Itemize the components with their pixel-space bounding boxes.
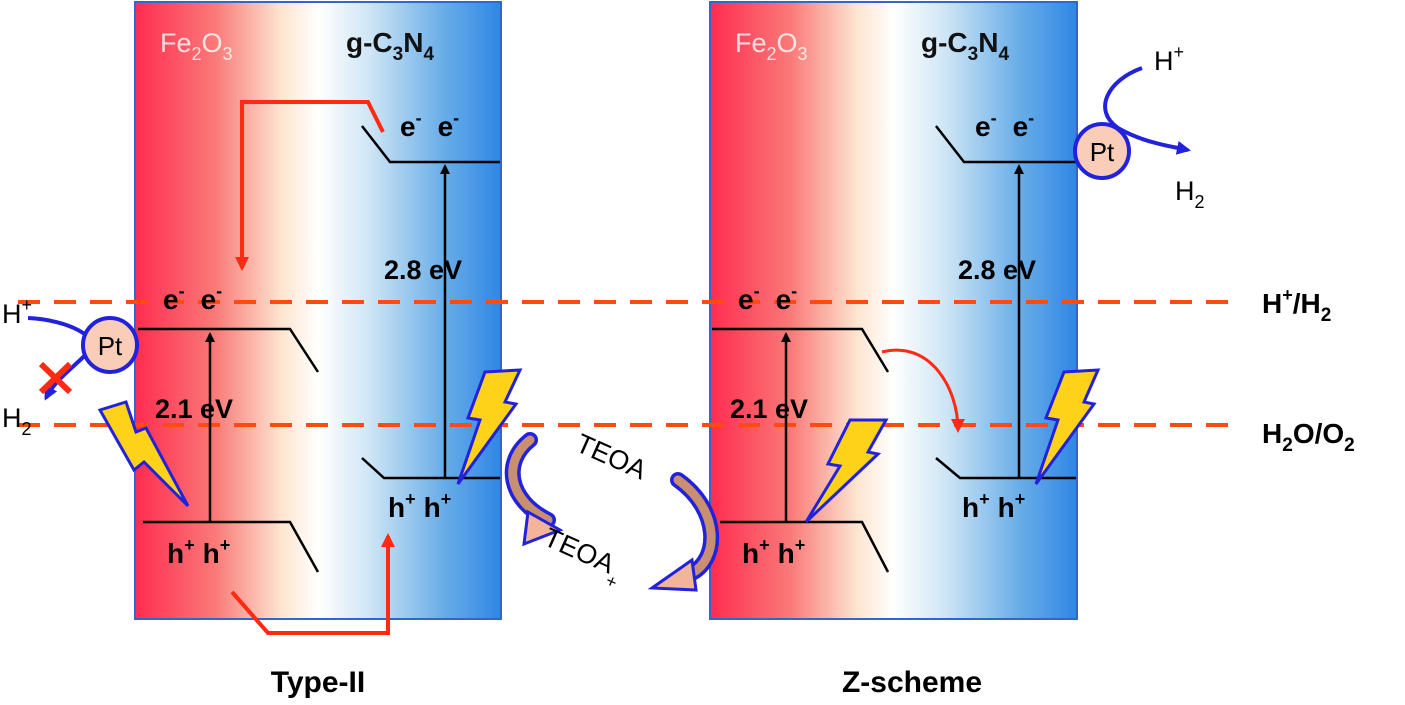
zscheme-fe2o3-light-icon [804,418,889,524]
zscheme-fe2o3-label: Fe2O3 [735,28,808,64]
type2-fe2o3-bandgap: 2.1 eV [155,394,233,424]
type2-fe2o3-label: Fe2O3 [160,28,233,64]
teoa-label: TEOA [572,428,651,485]
type2-fe2o3-vb [143,520,320,573]
type2-hole-transfer-arrow [230,533,395,635]
zscheme-c3n4-holes: h+h+ [962,489,1025,523]
teoa-oxidation-arrow-2-fill [673,475,716,579]
teoa-arrow-1-head [522,509,564,547]
type2-c3n4-cb [361,125,500,164]
type2-electron-transfer-arrow [235,100,385,271]
type2-c3n4-label: g-C3N4 [346,27,434,65]
zscheme-recombination-arrow [881,348,965,433]
zscheme-fe2o3-bandgap: 2.1 eV [730,394,808,424]
type2-c3n4-holes: h+h+ [388,489,451,523]
zscheme-c3n4-electrons: e-e- [975,108,1034,142]
type2-caption: Type-II [271,666,365,699]
type2-fe2o3-cb [138,327,320,373]
zscheme-junction-block [709,1,1078,620]
zscheme-pt-label: Pt [1090,137,1115,167]
type2-c3n4-bandgap: 2.8 eV [384,255,462,285]
teoa-oxidized-label: TEOA+ [535,522,628,593]
teoa-arrow-2-head [647,557,698,592]
zscheme-fe2o3-vb [720,520,890,573]
zscheme-fe2o3-electrons: e-e- [738,281,797,315]
type2-c3n4-electrons: e-e- [400,108,459,142]
type2-proton-label: H+ [2,295,32,329]
zscheme-fe2o3-cb [712,327,890,373]
zscheme-fe2o3-holes: h+h+ [742,535,805,569]
type2-hydrogen-label: H2 [2,403,32,439]
type2-pt-label: Pt [98,331,123,361]
type2-fe2o3-electrons: e-e- [163,281,222,315]
teoa-oxidation-arrow-1-fill [508,435,553,525]
zscheme-proton-label: H+ [1154,42,1184,76]
h2-level-label: H+/H2 [1262,285,1331,326]
type2-pt-catalyst [81,316,139,374]
zscheme-c3n4-cb [935,125,1076,164]
type2-fe2o3-light-icon [97,400,190,508]
type2-fe2o3-holes: h+h+ [167,535,230,569]
o2-level-label: H2O/O2 [1262,418,1355,456]
type2-c3n4-light-icon [456,368,523,485]
type2-blocked-cross [38,361,73,395]
zscheme-caption: Z-scheme [842,666,982,699]
zscheme-c3n4-label: g-C3N4 [921,27,1009,65]
zscheme-hydrogen-label: H2 [1175,176,1205,212]
type2-junction-block [134,1,502,620]
zscheme-pt-catalyst [1073,122,1131,180]
zscheme-c3n4-light-icon [1034,368,1101,485]
zscheme-c3n4-bandgap: 2.8 eV [958,255,1036,285]
